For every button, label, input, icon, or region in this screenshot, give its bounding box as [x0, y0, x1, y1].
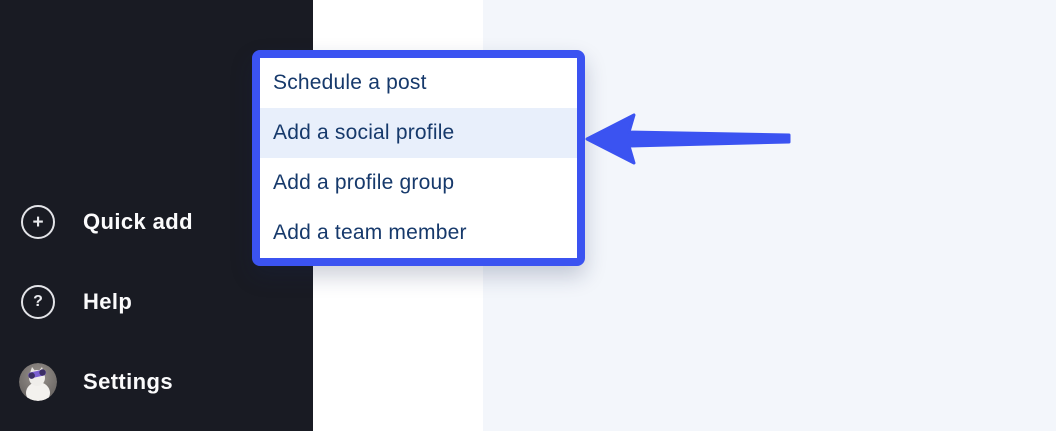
- menu-item-add-a-team-member[interactable]: Add a team member: [273, 221, 467, 244]
- sidebar-item-settings[interactable]: Settings: [19, 362, 173, 402]
- avatar: [19, 363, 57, 401]
- quick-add-menu: Schedule a post Add a social profile Add…: [252, 50, 585, 266]
- sidebar-item-label: Settings: [83, 369, 173, 394]
- sidebar-item-help[interactable]: ? Help: [21, 282, 132, 322]
- sidebar-item-quick-add[interactable]: + Quick add: [21, 202, 193, 242]
- menu-item-schedule-a-post[interactable]: Schedule a post: [273, 71, 427, 94]
- plus-circle-icon: +: [21, 205, 83, 239]
- question-circle-icon: ?: [21, 285, 83, 319]
- annotation-arrow-icon: [585, 113, 791, 165]
- menu-item-add-a-social-profile[interactable]: Add a social profile: [260, 108, 577, 158]
- menu-item-add-a-profile-group[interactable]: Add a profile group: [273, 171, 455, 194]
- sidebar-item-label: Quick add: [83, 209, 193, 234]
- sidebar-item-label: Help: [83, 289, 133, 314]
